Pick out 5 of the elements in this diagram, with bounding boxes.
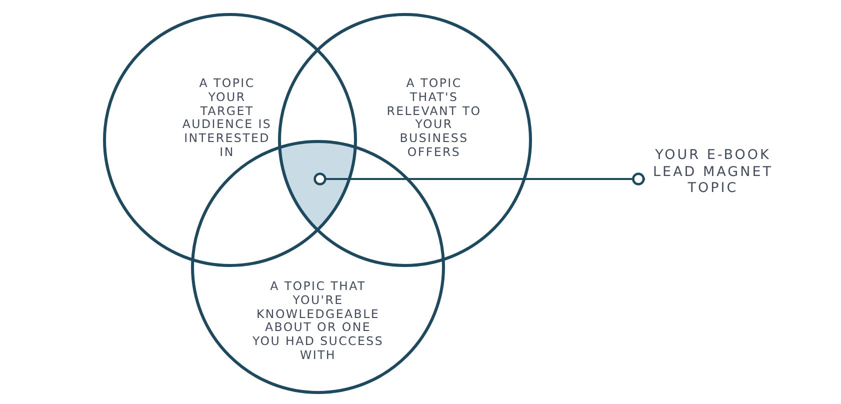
callout-text: YOUR E-BOOK LEAD MAGNET TOPIC	[645, 147, 781, 196]
circle-text: A TOPIC YOUR TARGET AUDIENCE IS INTERESTED IN	[181, 77, 273, 160]
circle-text: A TOPIC THAT'S RELEVANT TO YOUR BUSINESS OFFERS	[386, 77, 482, 160]
circle-text: A TOPIC THAT YOU'RE KNOWLEDGEABLE ABOUT OR ONE YOU HAD SUCCESS WITH	[251, 280, 385, 363]
leader-line	[314, 172, 645, 186]
